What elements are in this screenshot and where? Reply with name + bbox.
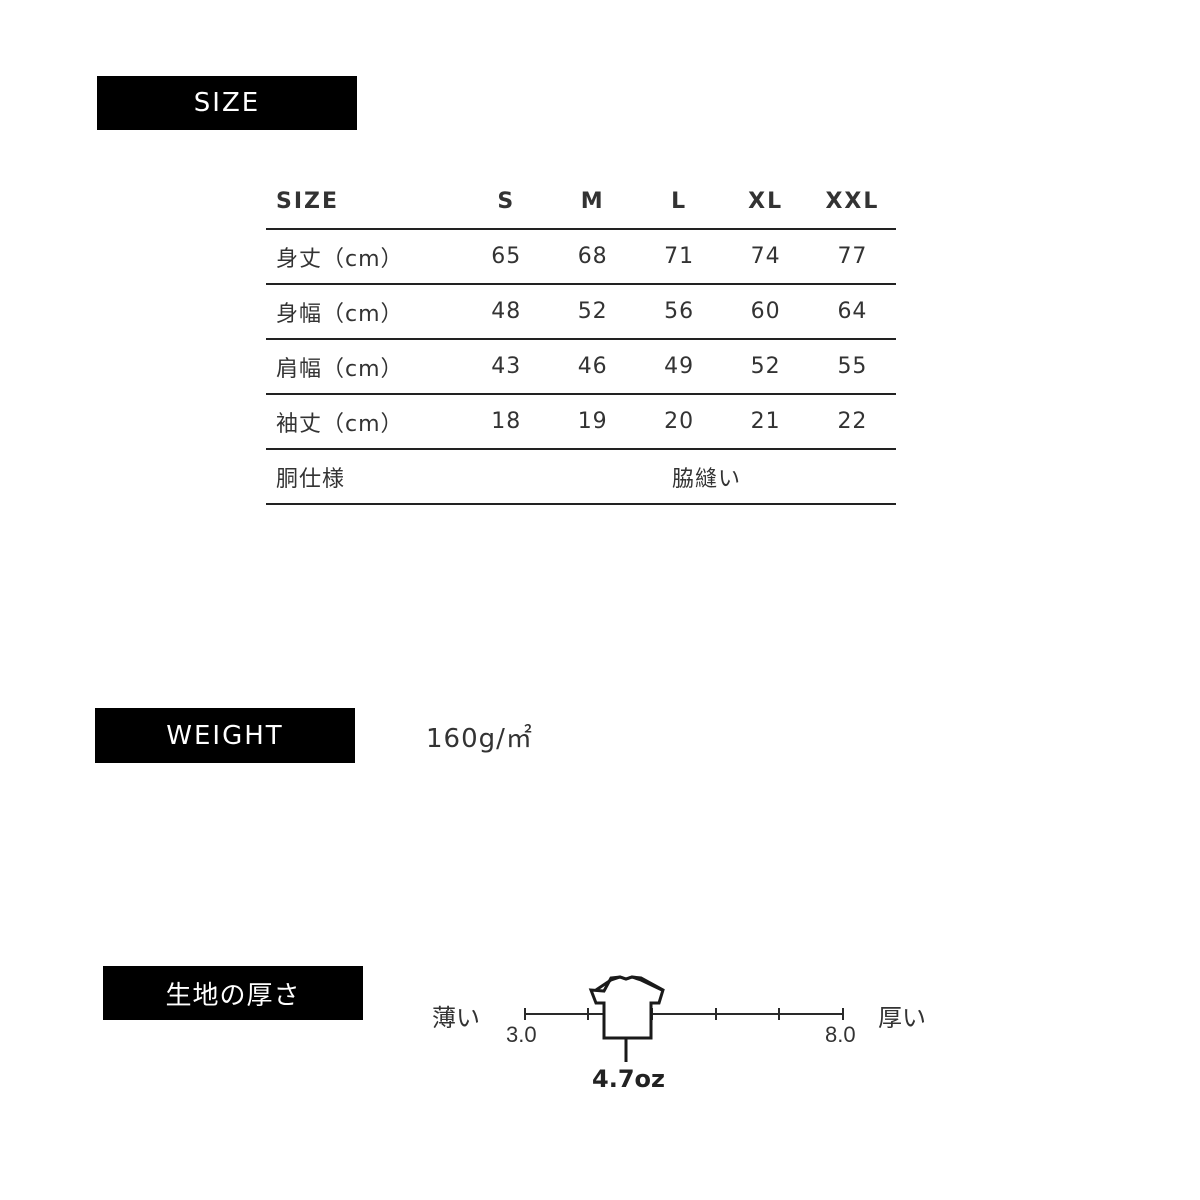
- cell-value: 71: [635, 229, 723, 285]
- row-label: 肩幅（cm）: [266, 339, 464, 395]
- thick-label: 厚い: [878, 1004, 926, 1032]
- size-header-l: L: [635, 175, 723, 230]
- size-header-m: M: [549, 175, 636, 230]
- cell-value: 21: [722, 394, 809, 450]
- weight-section-label-text: WEIGHT: [166, 720, 284, 751]
- size-header-xxl: XXL: [808, 175, 896, 230]
- table-row-sleeve-length: 袖丈（cm） 18 19 20 21 22: [266, 394, 896, 450]
- thickness-section-label-text: 生地の厚さ: [165, 980, 301, 1011]
- cell-value: 56: [635, 284, 723, 340]
- cell-value: 22: [808, 394, 896, 450]
- row-label: 身幅（cm）: [266, 284, 464, 340]
- weight-value: 160g/㎡: [426, 724, 533, 754]
- cell-value: 18: [463, 394, 550, 450]
- thickness-section-label: 生地の厚さ: [103, 966, 363, 1020]
- thin-label: 薄い: [432, 1004, 480, 1032]
- row-label: 身丈（cm）: [266, 229, 464, 285]
- size-section-label: SIZE: [97, 76, 357, 130]
- size-table-header-label: SIZE: [266, 175, 464, 230]
- row-label: 袖丈（cm）: [266, 394, 464, 450]
- table-row-body-spec: 胴仕様 脇縫い: [266, 449, 896, 505]
- row-label: 胴仕様: [266, 449, 464, 505]
- cell-value: 77: [808, 229, 896, 285]
- weight-section-label: WEIGHT: [95, 708, 355, 763]
- scale-line: [524, 1008, 844, 1020]
- cell-value: 68: [549, 229, 636, 285]
- size-table-header-row: SIZE S M L XL XXL: [266, 175, 896, 230]
- table-row-body-width: 身幅（cm） 48 52 56 60 64: [266, 284, 896, 340]
- cell-value: 52: [722, 339, 809, 395]
- size-section-label-text: SIZE: [193, 88, 261, 118]
- cell-value: 19: [549, 394, 636, 450]
- cell-value: 55: [808, 339, 896, 395]
- cell-value: 65: [463, 229, 550, 285]
- cell-value: 74: [722, 229, 809, 285]
- cell-value: 49: [635, 339, 723, 395]
- scale-max-label: 8.0: [825, 1022, 856, 1047]
- cell-value: 46: [549, 339, 636, 395]
- size-header-s: S: [463, 175, 550, 230]
- size-table: SIZE S M L XL XXL 身丈（cm） 65 68 71 74 77 …: [266, 175, 896, 505]
- cell-value: 52: [549, 284, 636, 340]
- t-shirt-icon: [588, 975, 665, 1062]
- cell-value: 64: [808, 284, 896, 340]
- cell-value: 60: [722, 284, 809, 340]
- cell-value: 43: [463, 339, 550, 395]
- size-header-xl: XL: [722, 175, 809, 230]
- spec-value: 脇縫い: [463, 449, 896, 505]
- table-row-body-length: 身丈（cm） 65 68 71 74 77: [266, 229, 896, 285]
- cell-value: 20: [635, 394, 723, 450]
- scale-min-label: 3.0: [506, 1022, 537, 1047]
- cell-value: 48: [463, 284, 550, 340]
- table-row-shoulder-width: 肩幅（cm） 43 46 49 52 55: [266, 339, 896, 395]
- thickness-value: 4.7oz: [592, 1065, 665, 1093]
